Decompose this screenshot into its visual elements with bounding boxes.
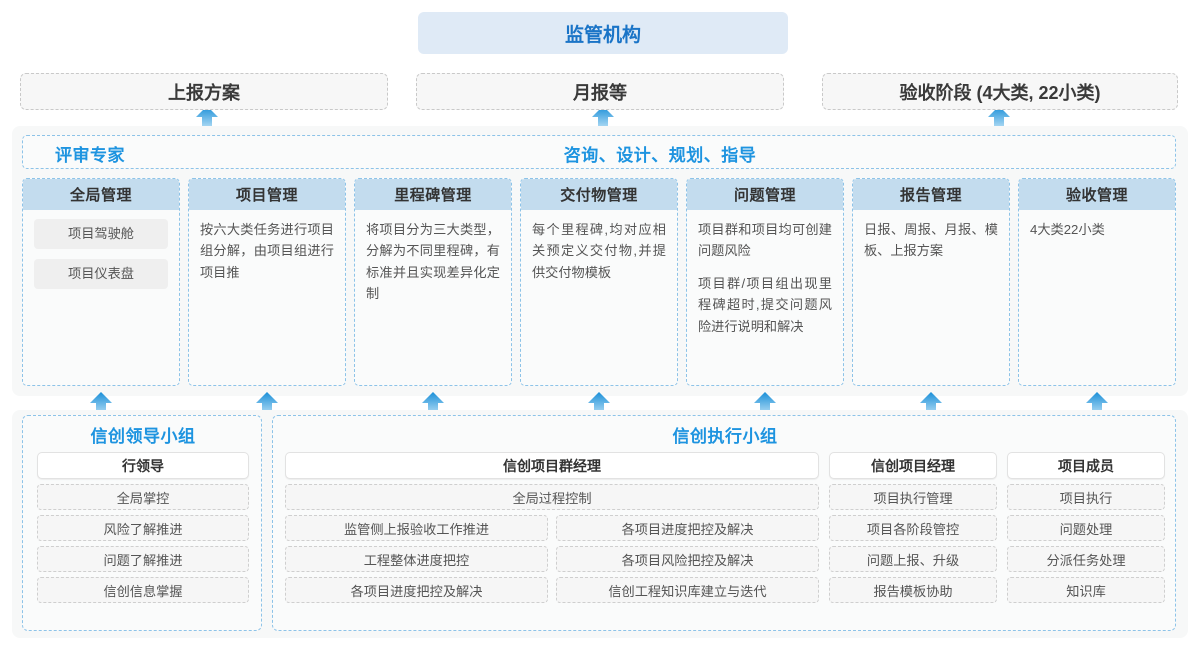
label-review-experts: 评审专家 — [55, 145, 125, 165]
capability-column-report[interactable]: 报告管理 日报、周报、月报、模板、上报方案 — [852, 178, 1010, 386]
submission-label-3: 验收阶段 (4大类, 22小类) — [899, 82, 1101, 103]
column-body: 项目群和项目均可创建问题风险 项目群/项目组出现里程碑超时,提交问题风险进行说明… — [687, 210, 843, 343]
column-header: 报告管理 — [853, 179, 1009, 210]
column-header: 问题管理 — [687, 179, 843, 210]
arrow-up-column-5 — [754, 392, 776, 416]
column-body: 将项目分为三大类型，分解为不同里程碑，有标准并且实现差异化定制 — [355, 210, 511, 311]
task-item[interactable]: 监管侧上报验收工作推进 — [285, 515, 548, 541]
arrow-up-submission-3 — [988, 106, 1010, 130]
arrow-up-column-7 — [1086, 392, 1108, 416]
submission-label-1: 上报方案 — [168, 82, 240, 103]
task-item[interactable]: 问题了解推进 — [37, 546, 249, 572]
task-item[interactable]: 项目各阶段管控 — [829, 515, 997, 541]
submission-box-1[interactable]: 上报方案 — [20, 73, 388, 110]
capability-column-project[interactable]: 项目管理 按六大类任务进行项目组分解，由项目组进行项目推 — [188, 178, 346, 386]
block-program-manager: 信创项目群经理 全局过程控制 监管侧上报验收工作推进 工程整体进度把控 各项目进… — [285, 452, 819, 603]
regulator-box: 监管机构 — [418, 12, 788, 54]
column-header: 里程碑管理 — [355, 179, 511, 210]
task-item[interactable]: 全局掌控 — [37, 484, 249, 510]
task-item[interactable]: 问题上报、升级 — [829, 546, 997, 572]
column-header: 全局管理 — [23, 179, 179, 210]
submission-box-3[interactable]: 验收阶段 (4大类, 22小类) — [822, 73, 1178, 110]
task-item[interactable]: 报告模板协助 — [829, 577, 997, 603]
role-header-program-manager[interactable]: 信创项目群经理 — [285, 452, 819, 479]
task-item[interactable]: 风险了解推进 — [37, 515, 249, 541]
stakeholder-label-strip: 评审专家 咨询、设计、规划、指导 — [22, 135, 1176, 169]
right-task-stack: 各项目进度把控及解决 各项目风险把控及解决 信创工程知识库建立与迭代 — [556, 515, 819, 603]
block-project-members: 项目成员 项目执行 问题处理 分派任务处理 知识库 — [1007, 452, 1165, 603]
task-item[interactable]: 分派任务处理 — [1007, 546, 1165, 572]
column-body: 按六大类任务进行项目组分解，由项目组进行项目推 — [189, 210, 345, 289]
column-header: 交付物管理 — [521, 179, 677, 210]
role-header-bank-leader[interactable]: 行领导 — [37, 452, 249, 479]
capability-column-issue[interactable]: 问题管理 项目群和项目均可创建问题风险 项目群/项目组出现里程碑超时,提交问题风… — [686, 178, 844, 386]
program-manager-left-tasks: 监管侧上报验收工作推进 工程整体进度把控 各项目进度把控及解决 各项目进度把控及… — [285, 515, 819, 603]
group-leading[interactable]: 信创领导小组 行领导 全局掌控 风险了解推进 问题了解推进 信创信息掌握 — [22, 415, 262, 631]
task-item[interactable]: 项目执行 — [1007, 484, 1165, 510]
group-leading-title: 信创领导小组 — [90, 427, 196, 446]
column-header: 验收管理 — [1019, 179, 1175, 210]
capability-column-milestone[interactable]: 里程碑管理 将项目分为三大类型，分解为不同里程碑，有标准并且实现差异化定制 — [354, 178, 512, 386]
block-project-manager: 信创项目经理 项目执行管理 项目各阶段管控 问题上报、升级 报告模板协助 — [829, 452, 997, 603]
arrow-up-submission-1 — [196, 106, 218, 130]
column-body: 每个里程碑,均对应相关预定义交付物,并提供交付物模板 — [521, 210, 677, 289]
chip-item[interactable]: 项目驾驶舱 — [34, 219, 168, 249]
arrow-up-column-3 — [422, 392, 444, 416]
arrow-up-submission-2 — [592, 106, 614, 130]
capability-column-global[interactable]: 全局管理 项目驾驶舱 项目仪表盘 — [22, 178, 180, 386]
column-paragraph: 项目群/项目组出现里程碑超时,提交问题风险进行说明和解决 — [698, 275, 832, 334]
regulator-label: 监管机构 — [564, 24, 641, 46]
role-header-project-manager[interactable]: 信创项目经理 — [829, 452, 997, 479]
task-item[interactable]: 项目执行管理 — [829, 484, 997, 510]
column-paragraph: 每个里程碑,均对应相关预定义交付物,并提供交付物模板 — [532, 222, 666, 280]
task-item-wide[interactable]: 全局过程控制 — [285, 484, 819, 510]
task-item[interactable]: 各项目进度把控及解决 — [556, 515, 819, 541]
role-header-project-members[interactable]: 项目成员 — [1007, 452, 1165, 479]
chip-item[interactable]: 项目仪表盘 — [34, 259, 168, 289]
column-body: 项目驾驶舱 项目仪表盘 — [23, 210, 179, 305]
group-execution-title: 信创执行小组 — [672, 427, 778, 446]
arrow-up-column-1 — [90, 392, 112, 416]
task-item[interactable]: 信创信息掌握 — [37, 577, 249, 603]
arrow-up-column-2 — [256, 392, 278, 416]
submission-label-2: 月报等 — [573, 82, 627, 103]
left-task-stack: 监管侧上报验收工作推进 工程整体进度把控 各项目进度把控及解决 — [285, 515, 548, 603]
task-item[interactable]: 信创工程知识库建立与迭代 — [556, 577, 819, 603]
task-item[interactable]: 各项目风险把控及解决 — [556, 546, 819, 572]
column-body: 4大类22小类 — [1019, 210, 1175, 246]
arrow-up-column-4 — [588, 392, 610, 416]
task-item[interactable]: 知识库 — [1007, 577, 1165, 603]
label-consulting-services: 咨询、设计、规划、指导 — [563, 145, 757, 165]
column-paragraph: 日报、周报、月报、模板、上报方案 — [864, 222, 998, 259]
column-paragraph: 将项目分为三大类型，分解为不同里程碑，有标准并且实现差异化定制 — [366, 222, 500, 302]
column-paragraph: 按六大类任务进行项目组分解，由项目组进行项目推 — [200, 222, 334, 280]
task-item[interactable]: 各项目进度把控及解决 — [285, 577, 548, 603]
arrow-up-column-6 — [920, 392, 942, 416]
group-execution[interactable]: 信创执行小组 信创项目群经理 全局过程控制 监管侧上报验收工作推进 工程整体进度… — [272, 415, 1176, 631]
capability-column-deliverable[interactable]: 交付物管理 每个里程碑,均对应相关预定义交付物,并提供交付物模板 — [520, 178, 678, 386]
capability-column-acceptance[interactable]: 验收管理 4大类22小类 — [1018, 178, 1176, 386]
task-item[interactable]: 工程整体进度把控 — [285, 546, 548, 572]
column-header: 项目管理 — [189, 179, 345, 210]
column-paragraph: 项目群和项目均可创建问题风险 — [698, 222, 832, 259]
column-body: 日报、周报、月报、模板、上报方案 — [853, 210, 1009, 268]
task-item[interactable]: 问题处理 — [1007, 515, 1165, 541]
column-paragraph: 4大类22小类 — [1030, 222, 1105, 237]
submission-box-2[interactable]: 月报等 — [416, 73, 784, 110]
group-leading-stack: 行领导 全局掌控 风险了解推进 问题了解推进 信创信息掌握 — [37, 452, 249, 603]
